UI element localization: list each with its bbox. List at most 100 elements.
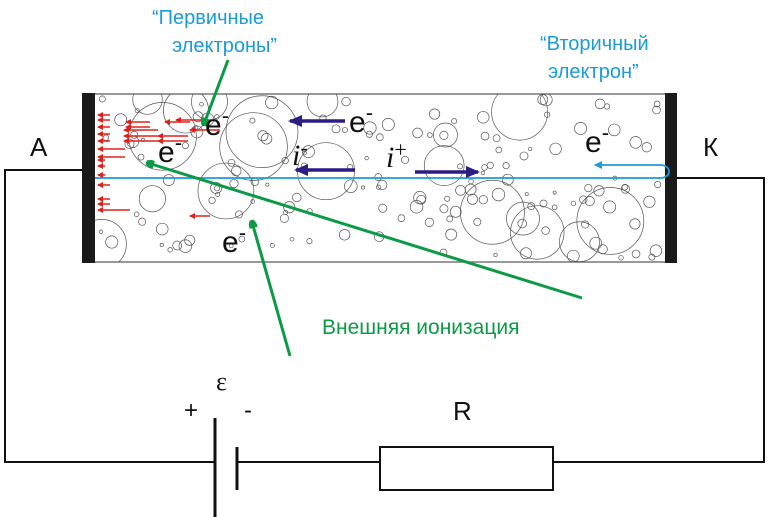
gas-bubble	[292, 192, 302, 203]
gas-bubble	[235, 210, 243, 219]
gas-bubble	[433, 122, 458, 148]
gas-bubble	[88, 219, 127, 262]
gas-bubble	[423, 145, 465, 186]
gas-bubble	[365, 130, 373, 138]
gas-bubble	[618, 255, 624, 261]
secondary-electron-caption: “Вторичный	[540, 33, 649, 55]
gas-bubble	[584, 196, 595, 207]
primary-electron-arrows	[97, 112, 220, 219]
gas-bubble	[181, 142, 189, 150]
gas-bubble	[446, 215, 454, 223]
gas-bubble	[133, 211, 140, 217]
negative-ion-label: i-	[292, 135, 308, 172]
gas-bubble	[289, 236, 295, 242]
gas-bubble	[584, 184, 593, 193]
gas-bubble	[643, 195, 656, 208]
gas-bubble	[376, 133, 384, 141]
gas-bubble	[604, 103, 611, 110]
gas-bubble	[208, 196, 216, 204]
resistor-label: R	[453, 396, 472, 426]
secondary-electron-path	[95, 161, 670, 179]
gas-bubble	[524, 192, 529, 197]
gas-bubble	[589, 236, 603, 250]
circuit-wires	[4, 169, 765, 463]
battery	[213, 418, 239, 517]
gas-bubble	[331, 124, 341, 134]
gas-bubble	[537, 94, 549, 105]
gas-bubble	[648, 253, 656, 261]
gas-bubble	[649, 244, 663, 257]
battery-minus: -	[244, 397, 252, 424]
gas-bubble	[621, 183, 629, 191]
gas-bubble	[541, 226, 550, 235]
gas-bubble	[98, 95, 106, 103]
gas-bubble	[593, 185, 605, 197]
ionization-pointer-arrow-2	[252, 222, 292, 357]
gas-bubble	[594, 98, 606, 110]
gas-bubble	[480, 170, 486, 175]
electron-label: e-	[349, 100, 373, 139]
gas-bubble	[197, 162, 255, 220]
gas-bubble	[257, 130, 269, 142]
gas-bubble	[491, 94, 549, 141]
gas-bubble	[397, 214, 406, 222]
gas-bubble	[167, 247, 173, 253]
gas-bubble	[528, 146, 533, 151]
gas-bubble	[269, 242, 275, 248]
gas-bubble	[219, 112, 288, 181]
gas-bubble	[527, 202, 536, 210]
gas-bubble	[159, 243, 164, 248]
gas-bubble	[134, 108, 140, 114]
gas-bubble	[130, 130, 139, 139]
gas-bubble	[210, 182, 223, 194]
resistor	[379, 446, 554, 491]
gas-bubble	[401, 155, 410, 164]
gas-bubble	[603, 200, 617, 214]
gas-bubble	[517, 218, 527, 229]
gas-bubble	[478, 195, 488, 205]
gas-bubble	[480, 131, 490, 141]
external-ionization-caption: Внешняя ионизация	[322, 316, 519, 339]
ionization-pointer-arrow-1	[148, 163, 583, 300]
gas-bubble	[467, 193, 478, 205]
gas-bubble	[492, 134, 501, 143]
gas-bubble	[653, 100, 661, 108]
gas-bubble	[265, 182, 270, 187]
gas-bubble	[137, 153, 145, 161]
gas-bubble	[132, 94, 163, 115]
gas-bubble	[381, 118, 395, 131]
gas-bubble	[281, 157, 289, 165]
gas-bubble	[570, 200, 577, 207]
gas-bubble	[138, 217, 147, 226]
gas-bubble	[581, 220, 590, 229]
gas-bubble	[501, 173, 514, 186]
gas-bubble	[413, 191, 427, 205]
gas-bubble	[412, 127, 423, 139]
gas-bubble	[629, 136, 642, 149]
gas-bubble	[364, 156, 369, 161]
cathode-electrode	[665, 93, 677, 263]
primary-electrons-caption: “Первичные	[152, 7, 264, 29]
gas-bubble	[551, 204, 558, 211]
anode-electrode	[82, 93, 95, 263]
gas-bubble	[302, 150, 307, 156]
gas-bubble	[377, 179, 388, 191]
gas-bubble	[162, 174, 175, 186]
gas-bubble	[155, 222, 169, 236]
gas-bubble	[265, 95, 279, 110]
gas-bubble	[473, 217, 482, 226]
electron-label: e-	[158, 130, 182, 169]
gas-bubble	[445, 228, 458, 241]
gas-bubble	[519, 151, 529, 161]
gas-bubble	[464, 183, 477, 196]
electron-label: e-	[205, 103, 229, 142]
gas-bubble	[549, 142, 562, 156]
gas-bubble	[228, 243, 234, 249]
gas-bubble	[608, 123, 621, 137]
gas-bubble	[283, 209, 289, 215]
gas-bubble	[199, 101, 204, 107]
gas-bubble	[567, 249, 580, 262]
gas-bubble	[629, 218, 641, 230]
gas-bubble	[376, 184, 382, 190]
